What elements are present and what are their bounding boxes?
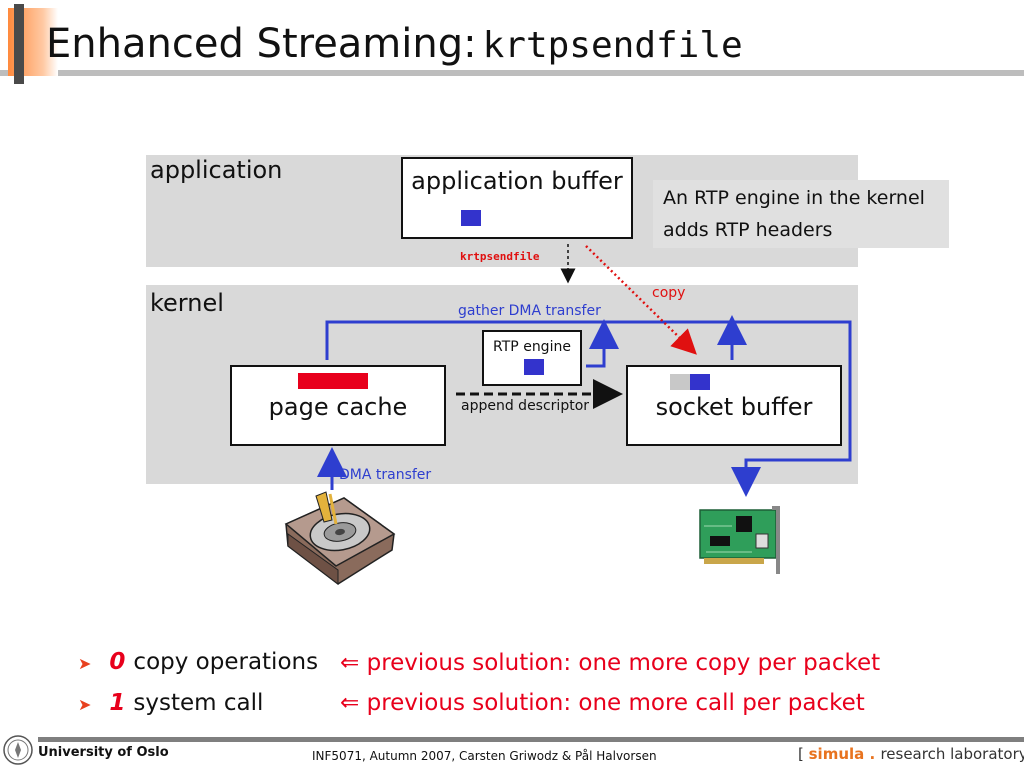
- bullet-note-text: previous solution: one more call per pac…: [366, 690, 865, 716]
- rtp-up-arrow: [586, 319, 619, 368]
- hard-disk-icon: [284, 491, 396, 586]
- bullet-note-0: ⇐ previous solution: one more copy per p…: [340, 650, 880, 676]
- rtp-engine-box: RTP engine: [482, 330, 582, 386]
- kernel-label: kernel: [150, 289, 224, 317]
- left-arrow-icon: ⇐: [340, 650, 360, 676]
- bullet-note-text: previous solution: one more copy per pac…: [366, 650, 881, 676]
- gather-dma-label: gather DMA transfer: [458, 303, 601, 319]
- bullet-arrow-icon: ➤: [78, 695, 92, 714]
- lab-open: [: [798, 745, 809, 763]
- bullet-note-1: ⇐ previous solution: one more call per p…: [340, 690, 865, 716]
- append-label: append descriptor: [461, 398, 590, 414]
- bullet-1: ➤ 1 system call: [78, 690, 263, 716]
- copy-dotted-arrow: [585, 245, 697, 355]
- lab-dot: .: [864, 745, 881, 763]
- footer-university: University of Oslo: [38, 745, 169, 760]
- slide-title: Enhanced Streaming:krtpsendfile: [46, 18, 743, 72]
- note-line-2: adds RTP headers: [663, 219, 833, 241]
- rtp-note: An RTP engine in the kernel adds RTP hea…: [653, 180, 949, 248]
- footer-line: [38, 737, 1024, 742]
- dma-transfer-label: DMA transfer: [339, 467, 432, 483]
- application-buffer-label: application buffer: [411, 167, 623, 195]
- socket-header-block: [690, 374, 710, 390]
- bullet-arrow-icon: ➤: [78, 654, 92, 673]
- network-card-icon: [699, 506, 780, 574]
- socket-buffer-label: socket buffer: [655, 393, 813, 421]
- socket-descriptor-block: [670, 374, 690, 390]
- title-underline: [0, 70, 1024, 76]
- title-bar: [14, 4, 24, 84]
- gather-dma-line: [325, 320, 852, 497]
- bullet-text: copy operations: [133, 649, 319, 675]
- title-code: krtpsendfile: [482, 25, 743, 66]
- rtp-header-block: [524, 359, 544, 375]
- app-data-block: [461, 210, 481, 226]
- page-cache-label: page cache: [268, 393, 408, 421]
- socket-buffer-box: socket buffer: [626, 365, 842, 446]
- university-seal-icon: [3, 735, 33, 765]
- title-prefix: Enhanced Streaming:: [46, 21, 477, 67]
- lab-brand: simula: [808, 745, 865, 763]
- application-buffer-box: application buffer: [401, 157, 633, 239]
- bullet-number: 1: [109, 690, 126, 716]
- application-label: application: [150, 156, 283, 184]
- syscall-label: krtpsendfile: [460, 250, 540, 263]
- rtp-engine-label: RTP engine: [493, 339, 571, 355]
- bullet-text: system call: [133, 690, 264, 716]
- lab-rest: research laboratory ]: [880, 745, 1024, 763]
- note-line-1: An RTP engine in the kernel: [663, 187, 925, 209]
- bullet-0: ➤ 0 copy operations: [78, 649, 318, 675]
- footer-lab: [ simula . research laboratory ]: [798, 745, 1024, 763]
- page-data-block: [298, 373, 368, 389]
- bullet-number: 0: [109, 649, 126, 675]
- copy-label: copy: [652, 285, 686, 301]
- left-arrow-icon: ⇐: [340, 690, 360, 716]
- footer-course: INF5071, Autumn 2007, Carsten Griwodz & …: [312, 749, 657, 763]
